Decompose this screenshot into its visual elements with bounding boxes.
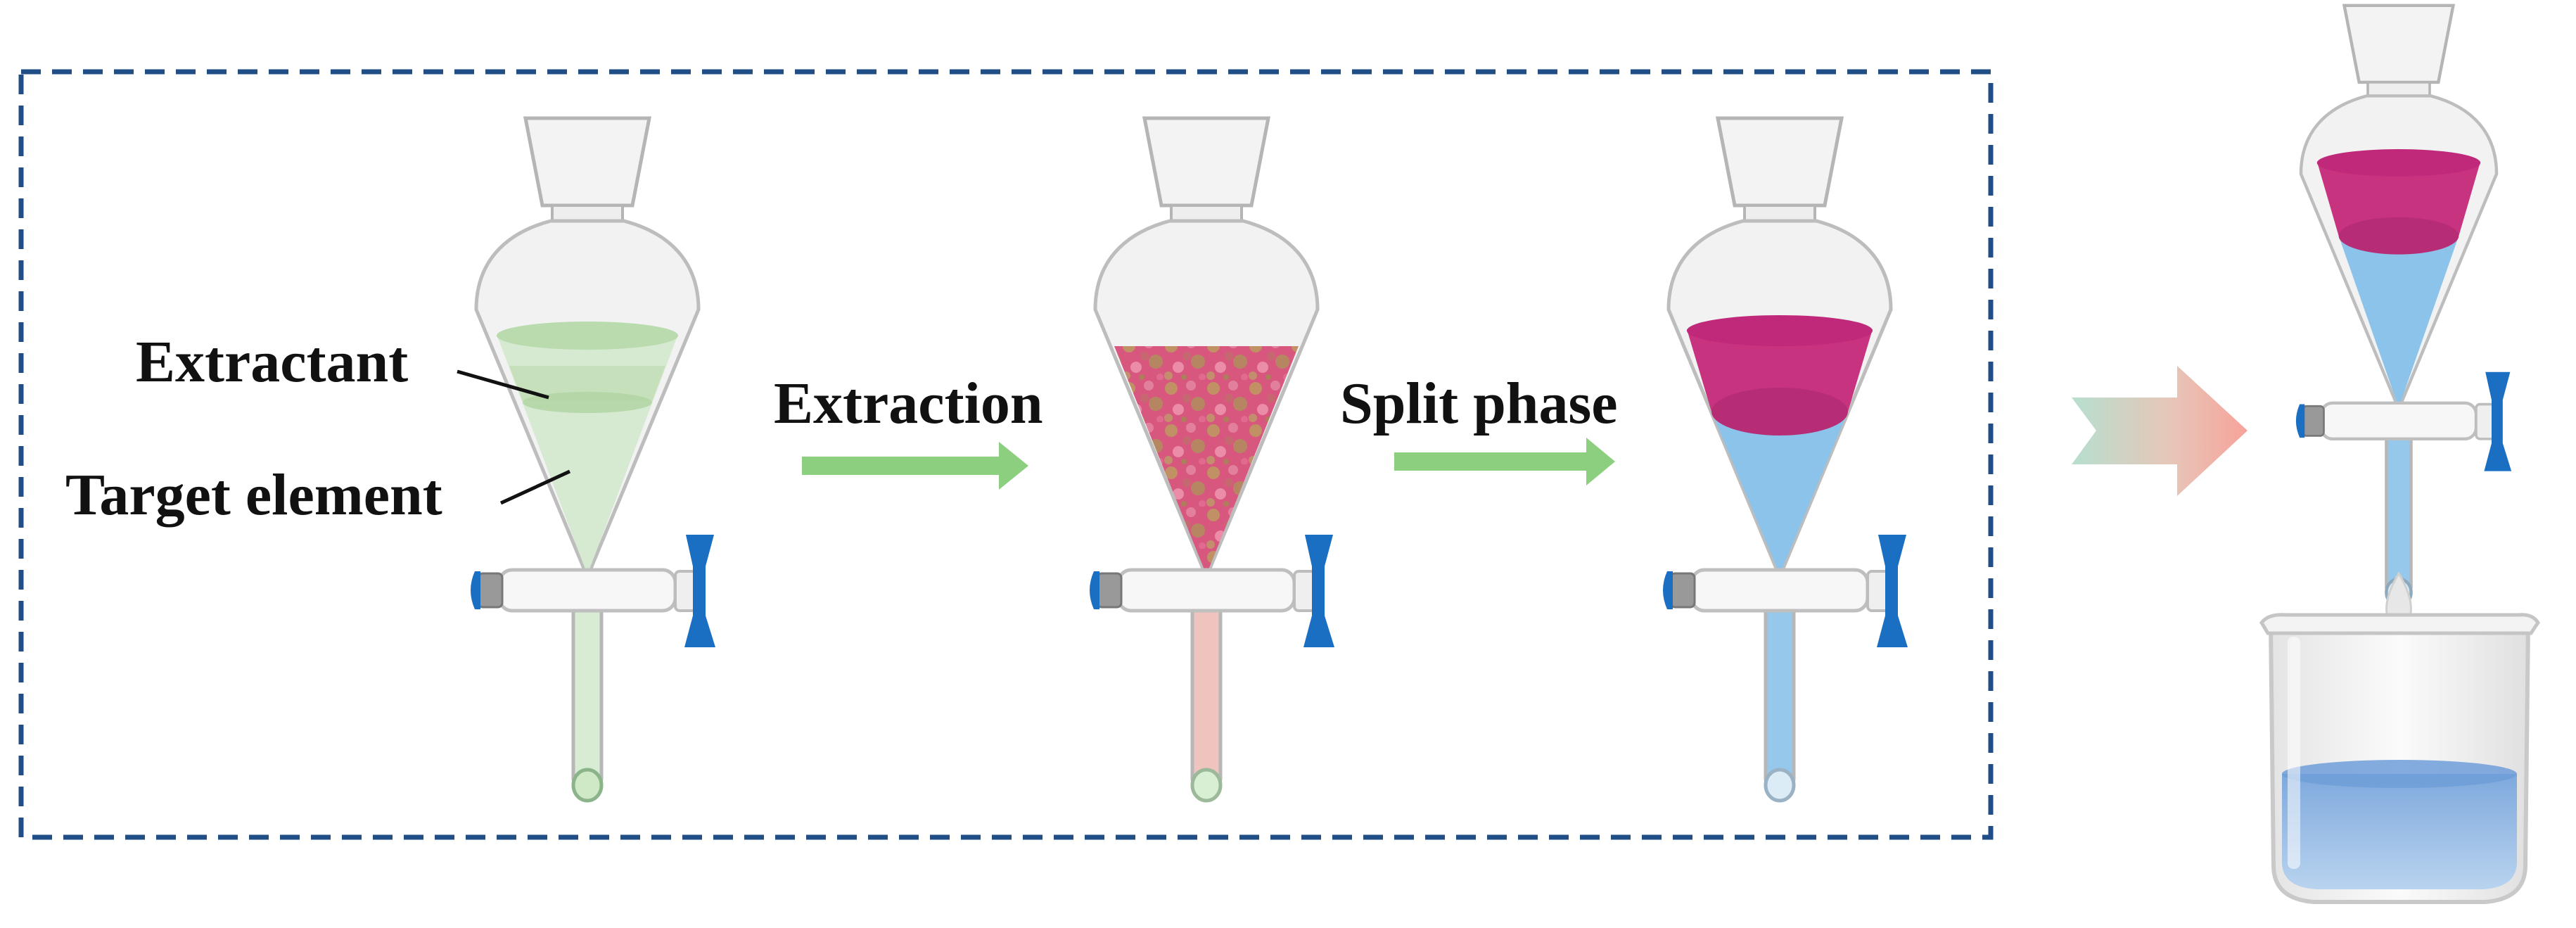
target-element-label: Target element — [65, 462, 442, 528]
arrow-icon — [1394, 438, 1615, 485]
separatory-funnel-icon — [1090, 116, 1334, 803]
arrow-icon — [2072, 366, 2247, 496]
extractant-label: Extractant — [136, 329, 409, 395]
extraction-label: Extraction — [774, 371, 1043, 436]
separatory-funnel-icon — [1663, 116, 1908, 803]
process-frame — [18, 69, 1994, 840]
separatory-funnel-icon — [471, 116, 715, 803]
beaker-icon — [2259, 613, 2540, 904]
leader-line — [457, 369, 549, 400]
split-phase-label: Split phase — [1340, 371, 1618, 436]
leader-line — [499, 469, 571, 505]
separatory-funnel-icon — [2295, 4, 2512, 608]
arrow-icon — [802, 442, 1028, 490]
